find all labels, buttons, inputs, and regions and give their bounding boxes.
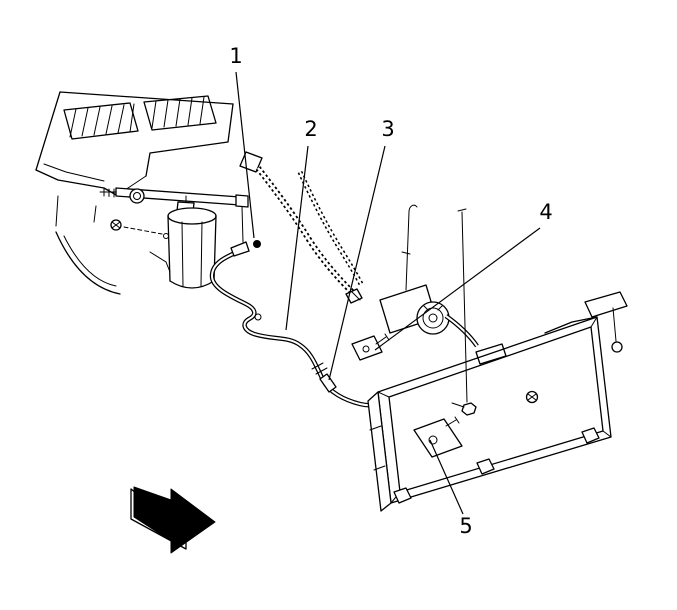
accumulator: [99, 187, 249, 289]
ac-hose: [209, 240, 391, 408]
callout-1-label: 1: [229, 44, 242, 68]
mounting-bolt: [110, 219, 169, 239]
condenser: [367, 291, 628, 512]
wiring-harness: [239, 151, 365, 304]
callout-1: 1: [229, 44, 255, 239]
hose-fitting-dot: [253, 240, 261, 248]
callout-4: 4: [374, 200, 553, 351]
callout-3: 3: [328, 117, 395, 381]
mounting-stud-lines: [401, 204, 468, 403]
engine-bay-panel: [35, 91, 234, 295]
compressor: [351, 284, 479, 361]
callout-2-label: 2: [304, 117, 317, 141]
callout-3-label: 3: [381, 117, 394, 141]
direction-arrow-icon: [130, 486, 216, 554]
callout-4-label: 4: [539, 200, 552, 224]
callout-5-label: 5: [459, 514, 472, 538]
callout-2: 2: [285, 117, 318, 331]
callout-5: 5: [429, 439, 473, 538]
